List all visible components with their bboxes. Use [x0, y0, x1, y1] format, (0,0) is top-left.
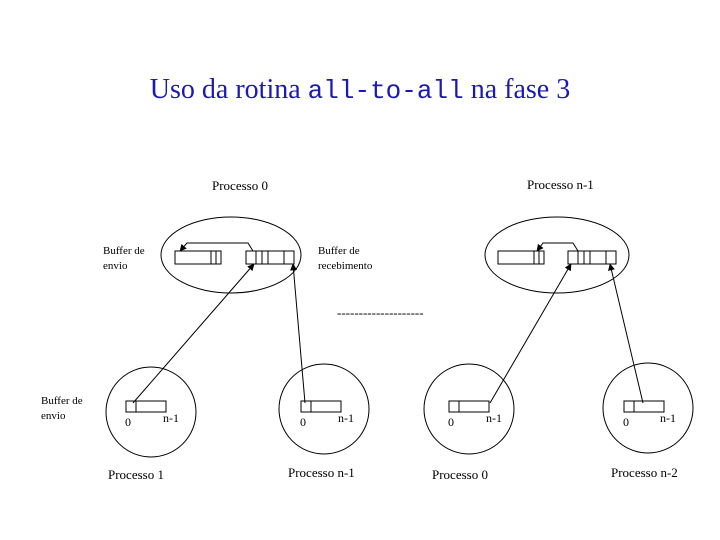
idx-n1-p1: n-1 [163, 411, 179, 425]
label-processo-1-bottom: Processo 1 [108, 467, 164, 482]
title-code: all-to-all [307, 76, 464, 106]
separator-line: -------------------- [337, 305, 424, 320]
label-send-buffer-l2: envio [103, 260, 128, 272]
label-processo-n1-top: Processo n-1 [527, 177, 594, 192]
label-recv-buffer-l1: Buffer de [318, 245, 360, 257]
title-prefix: Uso da rotina [149, 74, 308, 105]
arrow-pn1-to-p0 [290, 263, 306, 404]
label-processo-n2-bottom: Processo n-2 [611, 465, 678, 480]
internal-arrow-p0 [179, 242, 254, 252]
idx-n1-pn1: n-1 [338, 411, 354, 425]
arrow-pn2-to-pn1 [608, 263, 644, 404]
idx-n1-pn2: n-1 [660, 411, 676, 425]
process-0-circle [423, 363, 515, 455]
page-title: Uso da rotina all-to-all na fase 3 [0, 74, 720, 106]
buffer-process-n2 [623, 400, 665, 413]
label-left-buffer-l2: envio [41, 410, 66, 422]
process-1-circle [105, 366, 197, 458]
internal-arrow-pn1 [536, 242, 579, 252]
send-buffer-p0 [174, 250, 222, 265]
idx-zero-p1: 0 [125, 415, 131, 429]
arrow-p1-to-p0 [132, 263, 255, 404]
process-0-top-ellipse [160, 216, 302, 294]
label-send-buffer-l1: Buffer de [103, 245, 145, 257]
arrow-p0-to-pn1 [489, 263, 572, 404]
idx-n1-p0: n-1 [486, 411, 502, 425]
process-n2-circle [602, 362, 694, 454]
label-processo-n1-bottom: Processo n-1 [288, 465, 355, 480]
title-suffix: na fase 3 [463, 74, 571, 105]
label-processo-0-top: Processo 0 [212, 178, 268, 193]
idx-zero-pn2: 0 [623, 415, 629, 429]
label-recv-buffer-l2: recebimento [318, 260, 373, 272]
process-n1-top-ellipse [484, 216, 630, 294]
buffer-process-1 [125, 400, 167, 413]
recv-buffer-pn1 [567, 250, 617, 265]
send-buffer-pn1 [497, 250, 545, 265]
recv-buffer-p0 [245, 250, 295, 265]
buffer-process-n1 [300, 400, 342, 413]
idx-zero-pn1: 0 [300, 415, 306, 429]
idx-zero-p0: 0 [448, 415, 454, 429]
label-left-buffer-l1: Buffer de [41, 395, 83, 407]
label-processo-0-bottom: Processo 0 [432, 467, 488, 482]
buffer-process-0 [448, 400, 490, 413]
process-n1-circle [278, 363, 370, 455]
